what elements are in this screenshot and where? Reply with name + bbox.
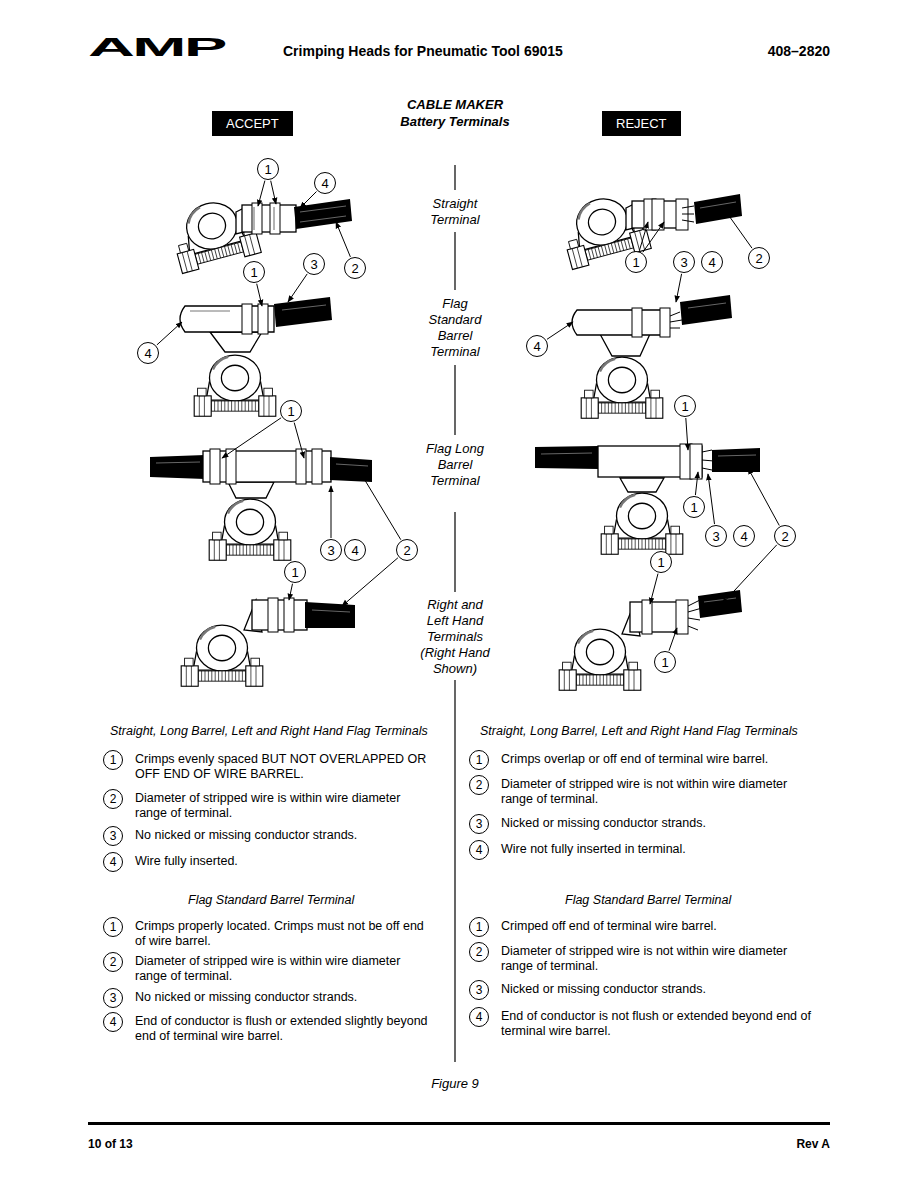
criteria-text: Wire fully inserted. — [135, 854, 435, 869]
item-number: 2 — [103, 952, 123, 972]
item-number: 4 — [469, 1007, 489, 1027]
company-logo: AMP — [88, 35, 225, 60]
callout-number: 4 — [733, 525, 755, 547]
callout-number: 3 — [303, 253, 325, 275]
item-number: 3 — [103, 988, 123, 1008]
item-number: 3 — [469, 980, 489, 1000]
item-number: 1 — [103, 750, 123, 770]
leader-line — [331, 486, 332, 538]
leader-line — [695, 472, 698, 495]
criteria-text: No nicked or missing conductor strands. — [135, 990, 435, 1005]
criteria-text: Crimps properly located. Crimps must not… — [135, 919, 435, 949]
criteria-text: Diameter of stripped wire is within wire… — [135, 791, 435, 821]
callout-number: 4 — [526, 335, 548, 357]
section-heading: Flag Standard Barrel Terminal — [565, 893, 731, 908]
callout-number: 4 — [701, 251, 723, 273]
leader-line — [294, 423, 304, 458]
leader-line — [271, 181, 276, 204]
leader-line — [708, 474, 715, 524]
item-number: 4 — [103, 852, 123, 872]
criteria-text: Diameter of stripped wire is within wire… — [135, 954, 435, 984]
callout-number: 1 — [674, 395, 696, 417]
page-header: 408–2820 — [768, 43, 830, 59]
leader-line — [257, 284, 262, 306]
callout-number: 3 — [320, 539, 342, 561]
leader-line — [300, 192, 317, 209]
leader-line — [748, 468, 779, 526]
page-header: Crimping Heads for Pneumatic Tool 69015 — [283, 43, 563, 59]
criteria-text: End of conductor is flush or extended sl… — [135, 1014, 435, 1044]
page-footer: 10 of 13 — [88, 1137, 133, 1151]
terminal-type: Straight Terminal — [420, 196, 490, 228]
status-label: ACCEPT — [226, 116, 279, 131]
callout-number: 1 — [650, 551, 672, 573]
criteria-text: Crimps evenly spaced BUT NOT OVERLAPPED … — [135, 752, 435, 782]
callout-number: 1 — [243, 261, 265, 283]
callout-number: 3 — [705, 525, 727, 547]
criteria-text: Wire not fully inserted in terminal. — [501, 842, 811, 857]
callout-number: 2 — [396, 539, 418, 561]
leader-line — [157, 322, 182, 345]
callout-number: 1 — [257, 158, 279, 180]
leader-line — [547, 322, 573, 339]
status-label: REJECT — [616, 116, 667, 131]
callout-number: 1 — [280, 400, 302, 422]
terminal-type: Flag Long Barrel Terminal — [420, 441, 490, 489]
section-heading: Straight, Long Barrel, Left and Right Ha… — [110, 724, 428, 739]
leader-line — [336, 222, 350, 257]
leader-line — [222, 418, 281, 458]
section-heading: Straight, Long Barrel, Left and Right Ha… — [480, 724, 798, 739]
leader-line — [676, 274, 682, 302]
callout-number: 4 — [314, 172, 336, 194]
callout-number: 4 — [137, 342, 159, 364]
figure-title: CABLE MAKER Battery Terminals — [391, 96, 519, 130]
callout-number: 4 — [344, 539, 366, 561]
status-box: REJECT — [602, 111, 681, 136]
callout-number: 1 — [625, 251, 647, 273]
leader-line — [360, 472, 401, 540]
callout-number: 2 — [774, 525, 796, 547]
item-number: 1 — [103, 917, 123, 937]
item-number: 4 — [469, 840, 489, 860]
item-number: 2 — [469, 775, 489, 795]
item-number: 2 — [103, 789, 123, 809]
criteria-text: Diameter of stripped wire is not within … — [501, 777, 811, 807]
page-footer: Rev A — [796, 1137, 830, 1151]
item-number: 3 — [103, 826, 123, 846]
terminal-type: Flag Standard Barrel Terminal — [420, 296, 490, 360]
item-number: 1 — [469, 750, 489, 770]
leader-line — [289, 584, 293, 600]
criteria-text: Crimped off end of terminal wire barrel. — [501, 919, 811, 934]
item-number: 2 — [469, 942, 489, 962]
callout-number: 2 — [748, 247, 770, 269]
callout-number: 1 — [654, 651, 676, 673]
criteria-text: Diameter of stripped wire is not within … — [501, 944, 811, 974]
callout-number: 3 — [673, 251, 695, 273]
leader-line — [288, 274, 307, 302]
figure-caption: Figure 9 — [431, 1076, 479, 1092]
criteria-text: End of conductor is not flush or extende… — [501, 1009, 811, 1039]
callout-number: 1 — [683, 496, 705, 518]
criteria-text: Crimps overlap or off end of terminal wi… — [501, 752, 811, 767]
item-number: 1 — [469, 917, 489, 937]
terminal-type: Right and Left Hand Terminals (Right Han… — [416, 597, 494, 677]
status-box: ACCEPT — [212, 111, 293, 136]
criteria-text: Nicked or missing conductor strands. — [501, 982, 811, 997]
item-number: 3 — [469, 814, 489, 834]
leader-line — [722, 545, 777, 604]
item-number: 4 — [103, 1012, 123, 1032]
leader-line — [669, 628, 677, 651]
criteria-text: Nicked or missing conductor strands. — [501, 816, 811, 831]
leader-line — [258, 181, 265, 206]
leader-line — [686, 418, 688, 450]
criteria-text: No nicked or missing conductor strands. — [135, 828, 435, 843]
leader-line — [342, 558, 398, 606]
callout-number: 1 — [284, 561, 306, 583]
leader-line — [722, 206, 752, 248]
leader-line — [650, 574, 658, 604]
section-heading: Flag Standard Barrel Terminal — [188, 893, 354, 908]
callout-number: 2 — [344, 257, 366, 279]
leader-line — [643, 222, 664, 252]
